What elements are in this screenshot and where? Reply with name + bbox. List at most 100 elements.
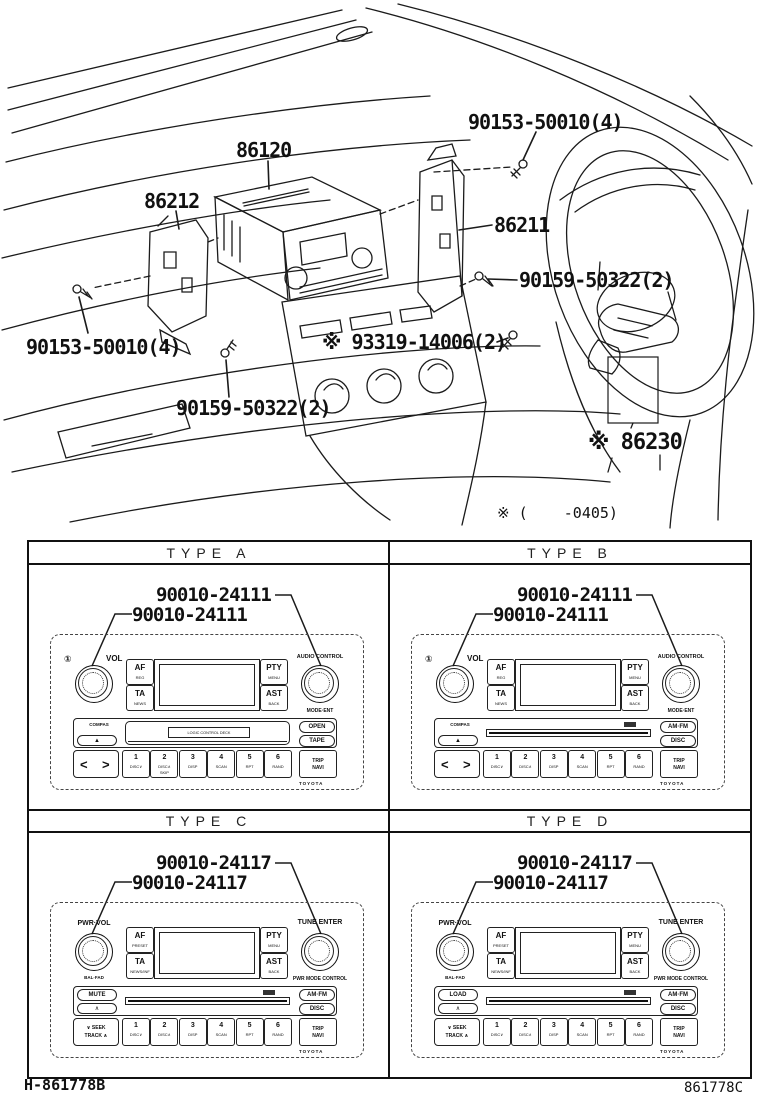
disc-mark-icon (263, 990, 275, 995)
tune-knob-ticks (669, 940, 691, 962)
number-key-label: 5 (247, 754, 252, 761)
label-bracket-86211: 86211 (494, 213, 550, 237)
volume-knob-label: VOL (467, 654, 484, 663)
volume-knob-label: VOL (106, 654, 123, 663)
ast-key-sublabel: BACK (268, 969, 280, 974)
seek-label-line2: TRACK ∧ (445, 1033, 469, 1039)
seek-label-line1: ∨ SEEK (447, 1025, 467, 1031)
display-screen (520, 664, 616, 706)
part-number-lower: 90010-24111 (493, 604, 609, 626)
label-screw-bottom: 90159-50322(2) (176, 396, 331, 420)
number-key-label: 4 (219, 1022, 224, 1029)
number-key-label: 3 (551, 754, 556, 761)
ast-key-sublabel: BACK (629, 701, 641, 706)
ta-key-label: TA (495, 689, 507, 698)
number-key-label: 5 (608, 754, 613, 761)
tune-knob-bottom-label: PWR MODE CONTROL (292, 976, 348, 982)
number-key-label: 6 (637, 1022, 641, 1029)
seek-tune-button: <> (434, 750, 480, 778)
seek-right-label: > (102, 757, 110, 772)
volume-knob-label: PWR·VOL (77, 920, 111, 927)
number-key-sublabel: DISC∧ (158, 764, 171, 769)
tune-knob-ring (304, 936, 334, 966)
tune-knob-ring (304, 668, 334, 698)
tune-knob (662, 665, 700, 703)
pty-key-label: PTY (627, 931, 643, 940)
part-number-lower: 90010-24111 (132, 604, 248, 626)
drawing-code-right: 861778C (684, 1080, 744, 1096)
deck-caption: COMPAS (450, 722, 470, 727)
number-key-sublabel: DISP (549, 764, 559, 769)
bracket-right-art (417, 143, 465, 313)
number-key-sublabel: DISP (188, 764, 198, 769)
number-key-sublabel: RAND (633, 1032, 645, 1037)
pty-key-sublabel: MENU (268, 675, 280, 680)
deck-caption: COMPAS (89, 722, 109, 727)
number-key-label: 2 (162, 1022, 167, 1029)
drawing-code-left: H-861778B (24, 1076, 106, 1094)
leader-lines (78, 131, 537, 398)
number-key-sublabel: RPT (606, 764, 615, 769)
volume-knob (75, 665, 113, 703)
label-screw-right: 90159-50322(2) (519, 268, 674, 292)
ast-key-label: AST (627, 689, 643, 698)
number-key-label: 5 (608, 1022, 613, 1029)
number-key-sublabel: SCAN (576, 1032, 588, 1037)
screw-icon-bottom (220, 339, 237, 358)
center-console (281, 275, 487, 526)
type-header: TYPE D (390, 810, 750, 833)
cassette-label-plate: LOGIC CONTROL DECK (168, 727, 250, 738)
part-number-upper: 90010-24111 (517, 584, 633, 606)
band-button-top: OPEN (299, 721, 335, 733)
ta-key-label: TA (495, 957, 507, 966)
number-key-label: 1 (495, 1022, 499, 1029)
tune-knob-ring (665, 668, 695, 698)
steering-wheel (545, 126, 755, 529)
ta-key-label: TA (134, 689, 146, 698)
number-key-label: 2 (523, 754, 528, 761)
trip-key-line1: TRIP (312, 758, 324, 764)
band-button-bottom: TAPE (299, 735, 335, 747)
volume-knob-ticks (82, 940, 104, 962)
number-key-label: 1 (134, 754, 138, 761)
cd-slot (125, 997, 290, 1005)
eject-button: ∧ (77, 1003, 117, 1014)
band-button-bottom: DISC (299, 1003, 335, 1015)
number-key-sublabel2: SKIP (159, 770, 169, 775)
seek-right-label: > (463, 757, 471, 772)
table-horizontal-divider (29, 809, 750, 811)
display (154, 927, 260, 979)
volume-knob-ring (439, 936, 469, 966)
cassette-door: LOGIC CONTROL DECK (125, 721, 290, 745)
eject-button: ▲ (77, 735, 117, 746)
number-key-sublabel: DISC∨ (490, 764, 504, 769)
volume-knob (75, 933, 113, 971)
label-screw-left: 90153-50010(4) (26, 335, 181, 359)
type-header-label: TYPE A (166, 544, 252, 561)
volume-knob-ticks (82, 672, 104, 694)
